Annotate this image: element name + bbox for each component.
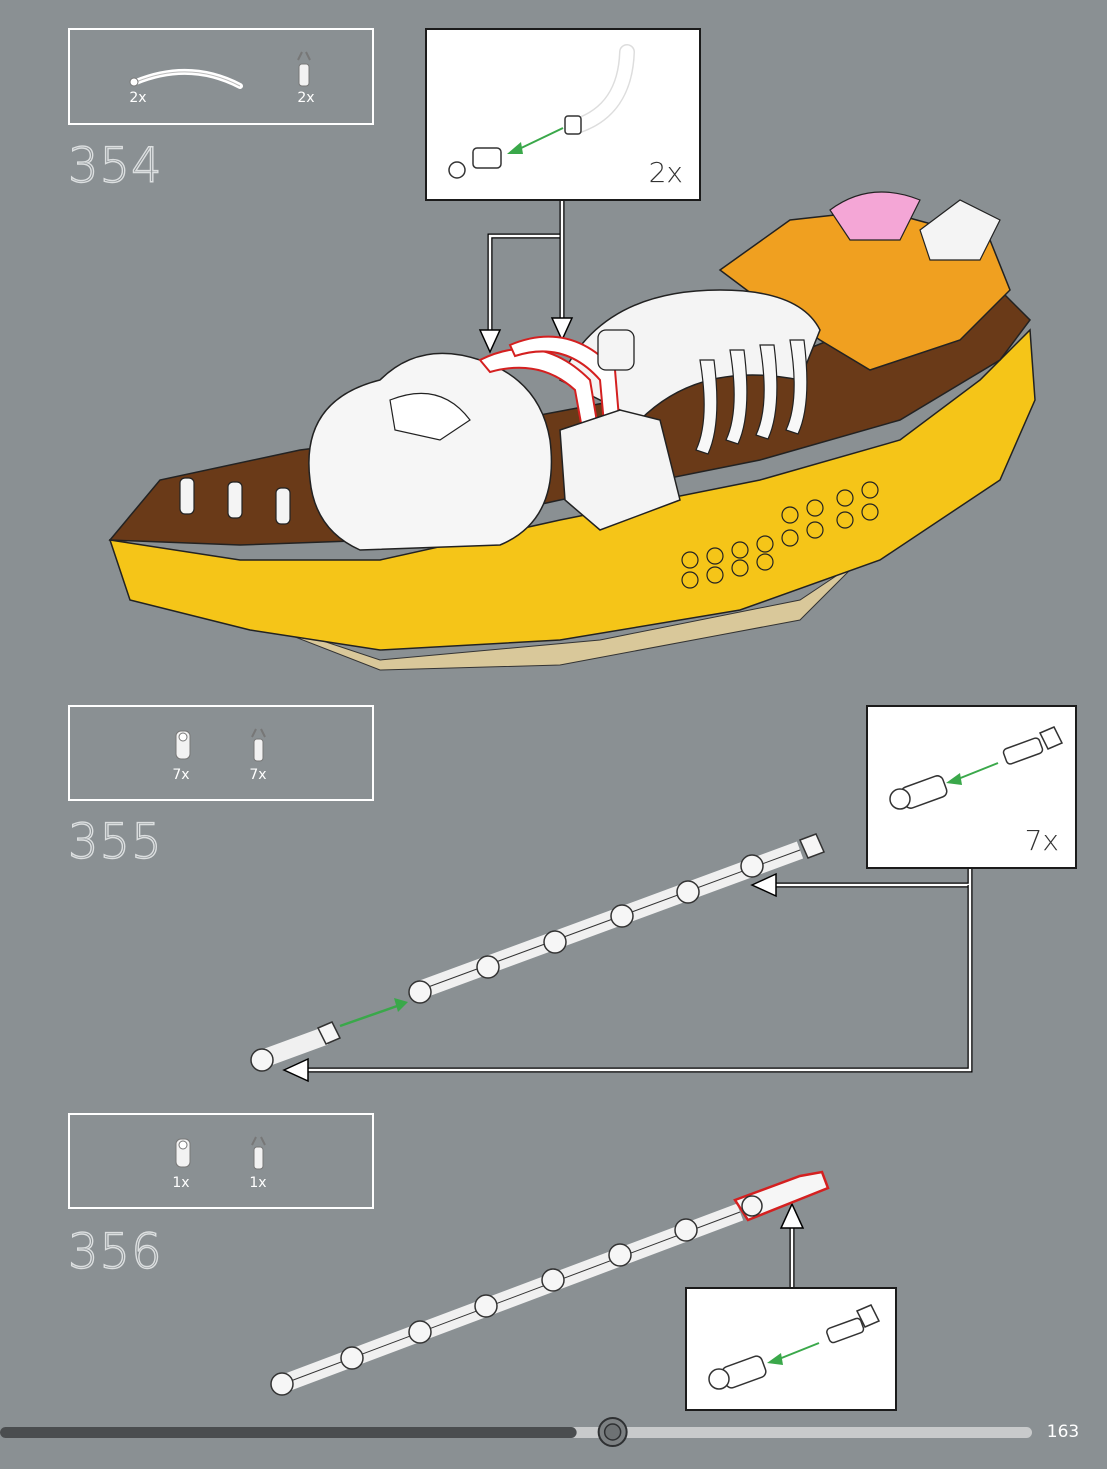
- progress-knob: [599, 1418, 627, 1446]
- page-number: 163: [1040, 1422, 1086, 1442]
- progress-fill: [0, 1427, 577, 1438]
